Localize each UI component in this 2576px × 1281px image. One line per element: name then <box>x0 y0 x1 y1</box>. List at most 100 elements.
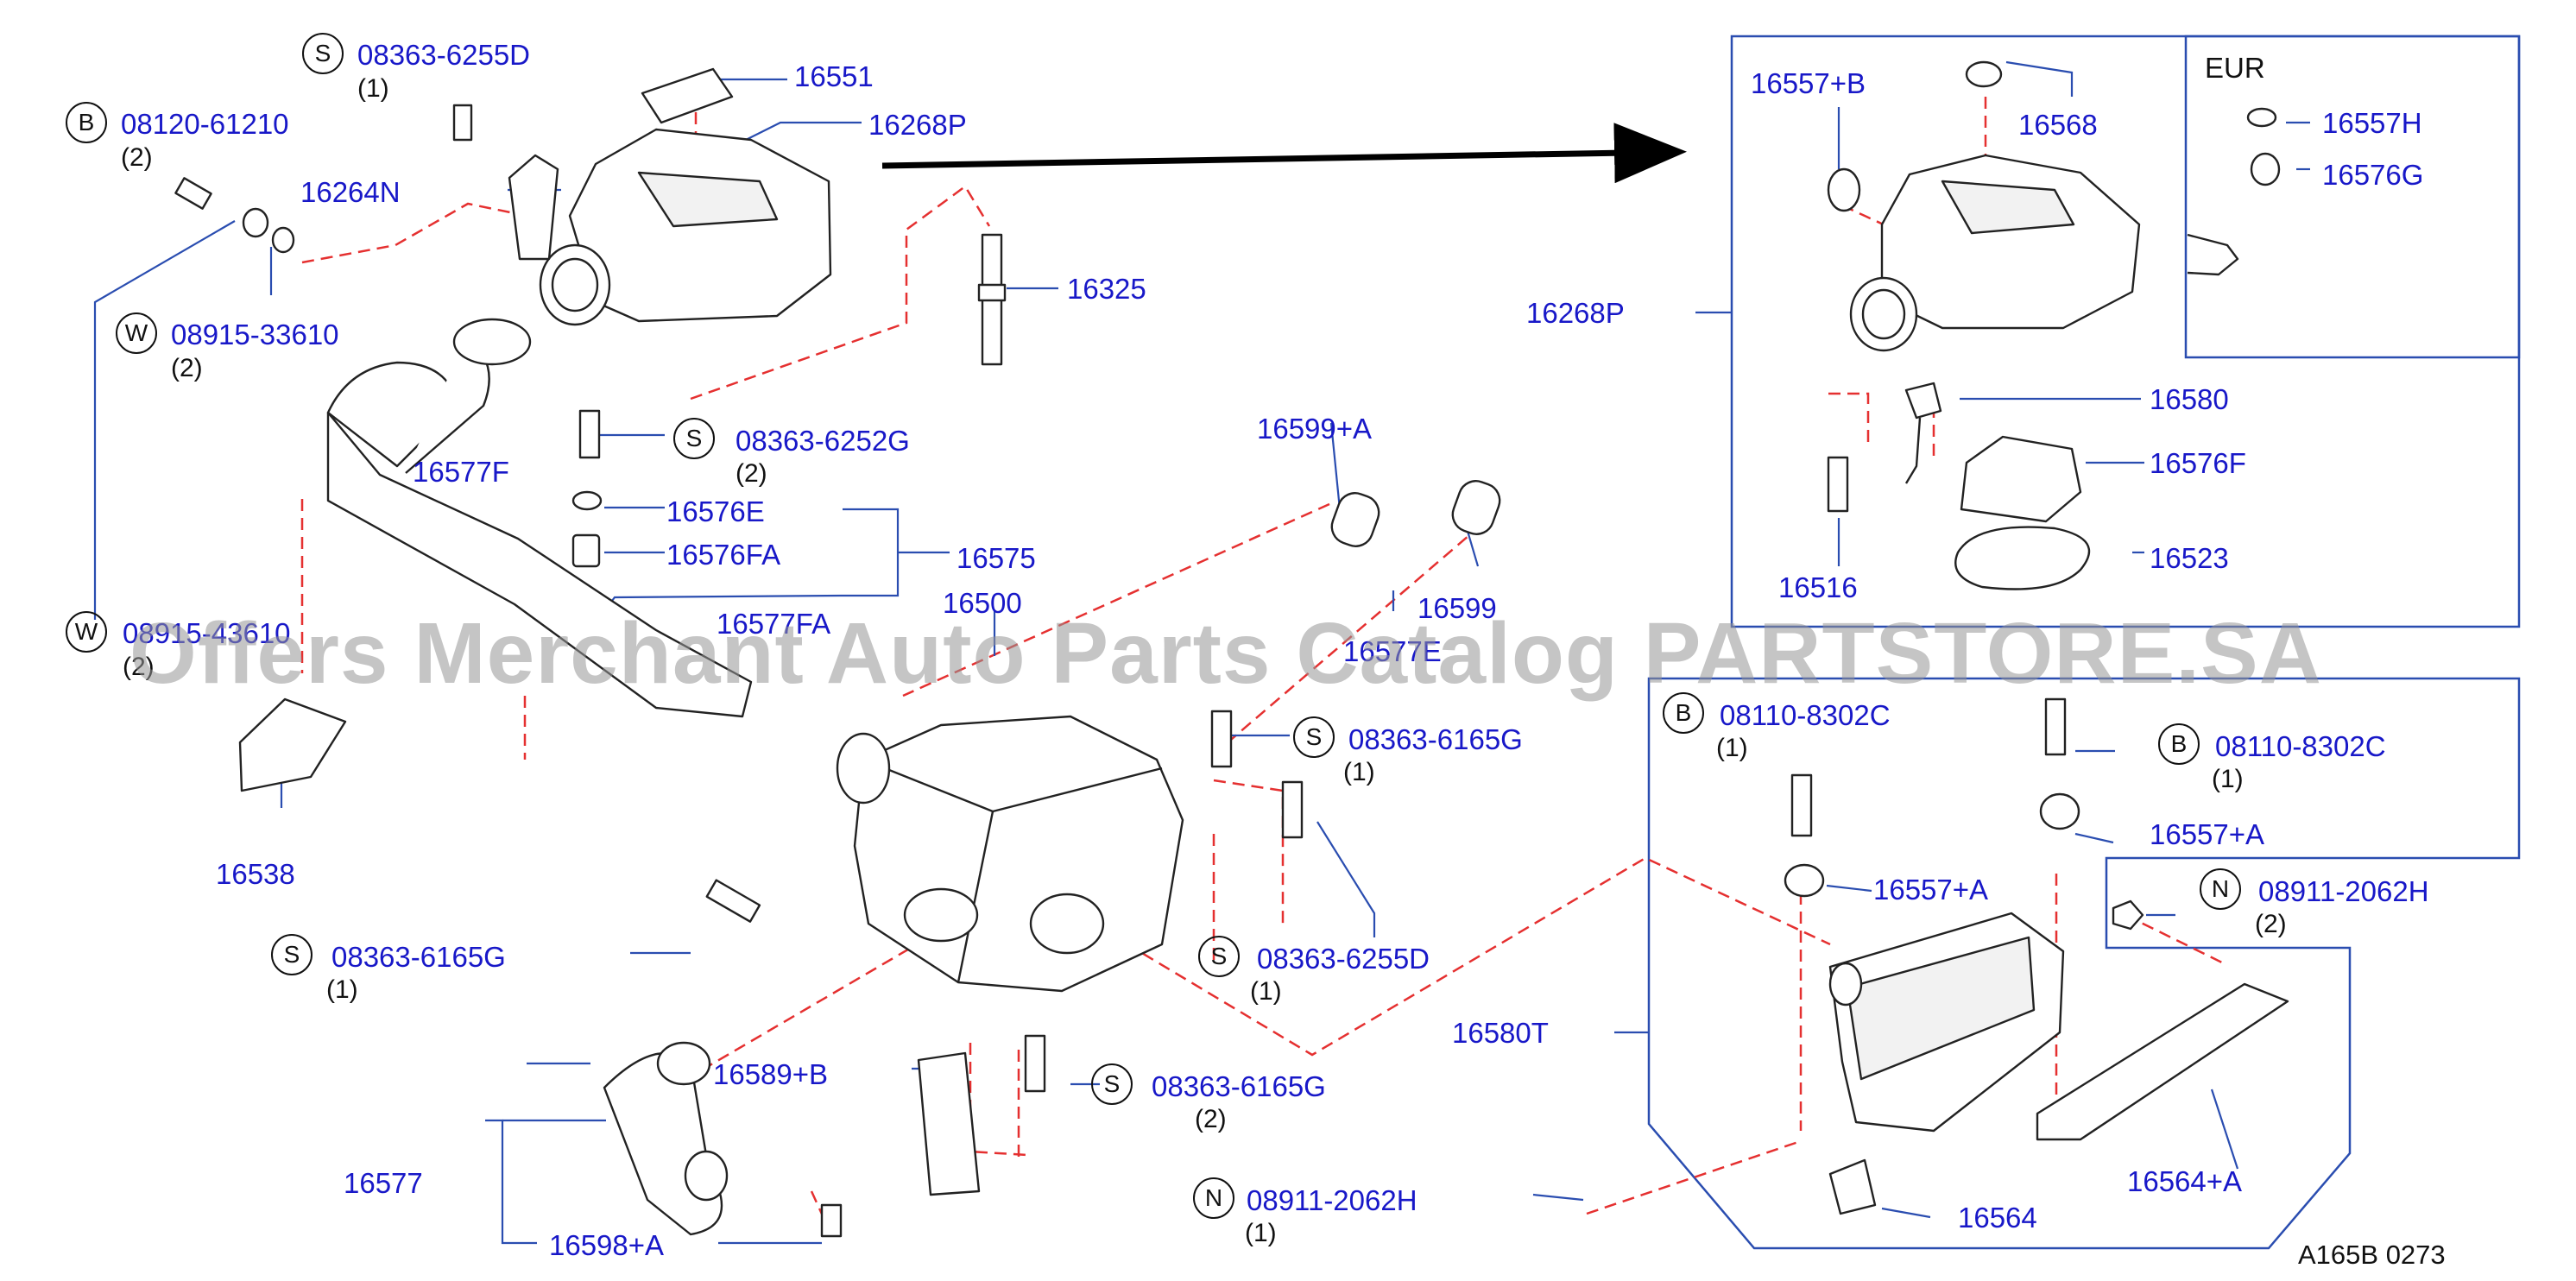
part-label[interactable]: 16580T <box>1452 1017 1549 1049</box>
part-label[interactable]: 16500 <box>943 587 1022 619</box>
callout-number[interactable]: 08363-6165G <box>1152 1070 1326 1102</box>
callout-qty: (1) <box>1245 1219 1277 1247</box>
callout-number[interactable]: 08911-2062H <box>1247 1184 1417 1216</box>
callout-prefix-circle: S <box>1293 716 1335 758</box>
part-label[interactable]: 16523 <box>2150 542 2229 574</box>
resonator-inset <box>1827 60 2141 352</box>
part-label[interactable]: 16557H <box>2322 107 2422 139</box>
callout-qty: (2) <box>171 354 203 382</box>
part-label[interactable]: 16264N <box>300 176 401 208</box>
callout-prefix-circle: N <box>2200 868 2241 910</box>
figure-code: A165B 0273 <box>2298 1240 2446 1270</box>
callout-qty: (1) <box>2212 765 2244 793</box>
callout-number[interactable]: 08363-6165G <box>331 941 506 973</box>
bracket-16564 <box>2036 982 2289 1141</box>
part-label[interactable]: 16516 <box>1778 571 1858 603</box>
callout-qty: (1) <box>1716 734 1748 762</box>
duct-assembly <box>326 336 753 718</box>
intake-16577 <box>603 1041 729 1236</box>
part-label[interactable]: 16599+A <box>1257 413 1373 445</box>
part-label[interactable]: 16599 <box>1417 592 1497 624</box>
clamp-16577F <box>452 318 532 366</box>
callout-number[interactable]: 08363-6255D <box>357 39 530 71</box>
part-label[interactable]: 16557+A <box>2150 818 2265 850</box>
callout-prefix-circle: S <box>1198 936 1240 977</box>
callout-prefix-circle: B <box>2158 723 2200 765</box>
callout-qty: (1) <box>1250 977 1282 1006</box>
watermark: Offers Merchant Auto Parts Catalog PARTS… <box>129 605 2322 702</box>
part-label[interactable]: 16551 <box>794 60 874 92</box>
part-label[interactable]: 16564+A <box>2127 1165 2243 1197</box>
callout-number[interactable]: 08915-33610 <box>171 319 339 350</box>
part-label[interactable]: 16564 <box>1958 1202 2037 1234</box>
callout-number[interactable]: 08363-6252G <box>736 425 910 457</box>
callout-qty: (1) <box>326 975 358 1004</box>
inset-eur-frame <box>2184 35 2521 359</box>
part-label[interactable]: 16576FA <box>666 539 781 571</box>
part-label[interactable]: 16557+A <box>1873 874 1989 906</box>
small-hose-16599 <box>1330 480 1501 547</box>
callout-number[interactable]: 08363-6255D <box>1257 943 1430 975</box>
callout-qty: (2) <box>736 459 767 488</box>
callout-prefix-circle: S <box>271 934 313 975</box>
callout-qty: (1) <box>1343 758 1375 786</box>
callout-number[interactable]: 08110-8302C <box>1720 699 1891 731</box>
callout-prefix-circle: S <box>673 418 715 459</box>
callout-prefix-circle: S <box>302 33 344 74</box>
sensor-16580 <box>1904 382 1942 484</box>
part-label[interactable]: 16557+B <box>1751 67 1866 99</box>
grommet-16576F <box>1960 435 2082 523</box>
part-drawings <box>174 60 2289 1238</box>
part-label[interactable]: 16598+A <box>549 1229 665 1261</box>
part-label[interactable]: 16576E <box>666 495 765 527</box>
bracket-16564-small <box>1828 1158 1877 1215</box>
callout-qty: (2) <box>123 653 155 681</box>
part-label[interactable]: 16576F <box>2150 447 2246 479</box>
callout-number[interactable]: 08363-6165G <box>1348 723 1523 755</box>
callout-prefix-circle: B <box>1663 692 1704 734</box>
part-label[interactable]: 16325 <box>1067 273 1146 305</box>
bolt-16325 <box>977 233 1007 366</box>
part-label[interactable]: 16268P <box>1526 297 1625 329</box>
part-label[interactable]: 16576G <box>2322 159 2424 191</box>
callout-number[interactable]: 08110-8302C <box>2215 730 2386 762</box>
inset-bottom-frame <box>1647 677 2521 1250</box>
callout-prefix-circle: W <box>66 611 107 653</box>
part-label[interactable]: 16577E <box>1343 635 1442 667</box>
bracket-16538 <box>238 697 347 792</box>
part-label[interactable]: 16577FA <box>717 608 831 640</box>
callout-qty: (1) <box>357 74 389 103</box>
eur-parts <box>2187 107 2281 276</box>
part-label[interactable]: 16580 <box>2150 383 2229 415</box>
part-label[interactable]: 16568 <box>2018 109 2098 141</box>
bolts-inset <box>1784 697 2144 931</box>
part-label[interactable]: 16589+B <box>713 1058 829 1090</box>
callout-prefix-circle: S <box>1091 1063 1133 1105</box>
arrow-to-inset <box>881 123 1687 184</box>
part-label[interactable]: 16575 <box>957 542 1036 574</box>
callout-qty: (2) <box>121 143 153 172</box>
resonator-16268P <box>539 128 832 326</box>
callout-prefix-circle: N <box>1193 1177 1234 1219</box>
bolts-left <box>174 104 1304 1238</box>
air-cleaner-16500 <box>836 715 1184 993</box>
callout-prefix-circle: B <box>66 102 107 143</box>
bolt-16516 <box>1827 456 1849 513</box>
part-label[interactable]: 16268P <box>868 109 967 141</box>
part-label[interactable]: 16577 <box>344 1167 423 1199</box>
callout-qty: (2) <box>2255 910 2287 938</box>
part-label[interactable]: 16577F <box>413 456 509 488</box>
gasket-16523 <box>1954 526 2091 590</box>
callout-prefix-circle: W <box>116 312 157 354</box>
callout-number[interactable]: 08915-43610 <box>123 617 291 649</box>
resonator-16580T <box>1828 912 2065 1133</box>
bracket-16264N <box>508 154 559 261</box>
inset-frames <box>1647 35 2521 1250</box>
inset-eur-label: EUR <box>2205 52 2265 84</box>
callout-number[interactable]: 08911-2062H <box>2258 875 2429 907</box>
part-label[interactable]: 16538 <box>216 858 295 890</box>
callout-qty: (2) <box>1195 1105 1227 1133</box>
callout-number[interactable]: 08120-61210 <box>121 108 289 140</box>
